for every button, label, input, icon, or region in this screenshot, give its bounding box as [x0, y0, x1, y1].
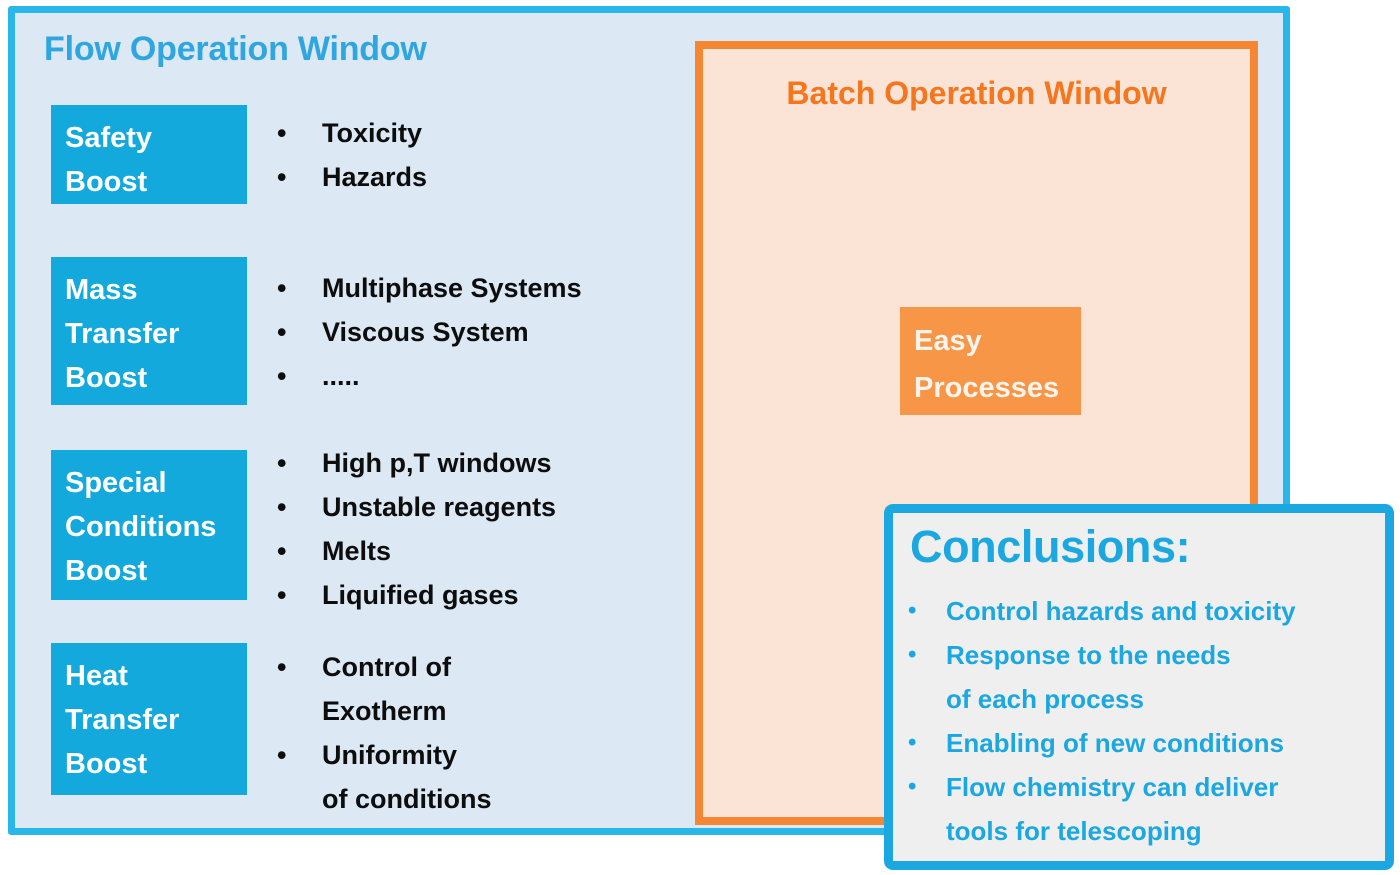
- bullet-dot-icon: •: [277, 273, 287, 303]
- list-item-label: Control of Exotherm: [322, 652, 451, 726]
- chip-special-conditions-boost-line-1: Special: [65, 467, 167, 499]
- list-item: • Hazards: [277, 155, 427, 199]
- list-item: • Unstable reagents: [277, 485, 556, 529]
- bullet-dot-icon: •: [908, 729, 917, 756]
- bullet-group-heat-transfer-boost: • Control of Exotherm • Uniformity of co…: [277, 645, 491, 821]
- list-item-label: Unstable reagents: [322, 492, 557, 522]
- list-item: • .....: [277, 354, 582, 398]
- chip-mass-transfer-boost-line-1: Mass: [65, 274, 138, 306]
- bullet-dot-icon: •: [277, 317, 287, 347]
- bullet-dot-icon: •: [908, 773, 917, 800]
- chip-special-conditions-boost: Special Conditions Boost: [51, 450, 247, 600]
- list-item-label: Uniformity of conditions: [322, 740, 492, 814]
- chip-heat-transfer-boost-line-2: Transfer: [65, 704, 180, 736]
- list-item: • Control of Exotherm: [277, 645, 491, 733]
- list-item: • Enabling of new conditions: [908, 721, 1381, 765]
- chip-easy-processes: Easy Processes: [900, 307, 1081, 415]
- chip-special-conditions-boost-line-2: Conditions: [65, 511, 217, 543]
- list-item-label: Liquified gases: [322, 580, 519, 610]
- conclusions-list: • Control hazards and toxicity • Respons…: [908, 589, 1381, 853]
- list-item-label: Hazards: [322, 162, 428, 192]
- chip-safety-boost-line-2: Boost: [65, 166, 148, 198]
- bullet-dot-icon: •: [277, 536, 287, 566]
- list-item-label: Toxicity: [322, 118, 423, 148]
- list-item: • Control hazards and toxicity: [908, 589, 1381, 633]
- batch-operation-window-title: Batch Operation Window: [786, 75, 1167, 111]
- bullet-dot-icon: •: [277, 361, 287, 391]
- bullet-dot-icon: •: [277, 162, 287, 192]
- flow-operation-window-title: Flow Operation Window: [44, 30, 427, 68]
- chip-heat-transfer-boost-line-3: Boost: [65, 748, 148, 780]
- bullet-group-safety-boost: • Toxicity • Hazards: [277, 111, 427, 199]
- conclusions-title: Conclusions:: [910, 521, 1191, 572]
- list-item: • Multiphase Systems: [277, 266, 582, 310]
- list-item-label: Flow chemistry can deliver tools for tel…: [946, 772, 1279, 846]
- list-item-label: .....: [322, 361, 360, 391]
- bullet-dot-icon: •: [277, 652, 287, 682]
- bullet-group-mass-transfer-boost: • Multiphase Systems • Viscous System • …: [277, 266, 582, 398]
- chip-easy-processes-line-2: Processes: [914, 372, 1060, 404]
- list-item-label: Response to the needs of each process: [946, 640, 1231, 714]
- chip-easy-processes-line-1: Easy: [914, 325, 982, 357]
- bullet-dot-icon: •: [908, 641, 917, 668]
- chip-special-conditions-boost-line-3: Boost: [65, 555, 148, 587]
- list-item-label: High p,T windows: [322, 448, 552, 478]
- list-item-label: Control hazards and toxicity: [946, 596, 1296, 626]
- list-item-label: Viscous System: [322, 317, 529, 347]
- bullet-dot-icon: •: [277, 118, 287, 148]
- list-item: • Toxicity: [277, 111, 427, 155]
- list-item: • High p,T windows: [277, 441, 556, 485]
- list-item: • Flow chemistry can deliver tools for t…: [908, 765, 1381, 853]
- chip-safety-boost: Safety Boost: [51, 105, 247, 204]
- chip-heat-transfer-boost-line-1: Heat: [65, 660, 128, 692]
- list-item: • Viscous System: [277, 310, 582, 354]
- conclusions-panel: Conclusions: • Control hazards and toxic…: [884, 504, 1394, 870]
- list-item-label: Multiphase Systems: [322, 273, 582, 303]
- list-item: • Response to the needs of each process: [908, 633, 1381, 721]
- bullet-dot-icon: •: [277, 580, 287, 610]
- bullet-dot-icon: •: [908, 597, 917, 624]
- bullet-dot-icon: •: [277, 492, 287, 522]
- list-item-label: Melts: [322, 536, 392, 566]
- chip-safety-boost-line-1: Safety: [65, 122, 153, 154]
- chip-mass-transfer-boost-line-2: Transfer: [65, 318, 180, 350]
- list-item: • Melts: [277, 529, 556, 573]
- bullet-dot-icon: •: [277, 740, 287, 770]
- chip-mass-transfer-boost: Mass Transfer Boost: [51, 257, 247, 405]
- chip-mass-transfer-boost-line-3: Boost: [65, 362, 148, 394]
- bullet-group-special-conditions-boost: • High p,T windows • Unstable reagents •…: [277, 441, 556, 617]
- chip-heat-transfer-boost: Heat Transfer Boost: [51, 643, 247, 795]
- bullet-dot-icon: •: [277, 448, 287, 478]
- list-item: • Liquified gases: [277, 573, 556, 617]
- list-item-label: Enabling of new conditions: [946, 728, 1284, 758]
- list-item: • Uniformity of conditions: [277, 733, 491, 821]
